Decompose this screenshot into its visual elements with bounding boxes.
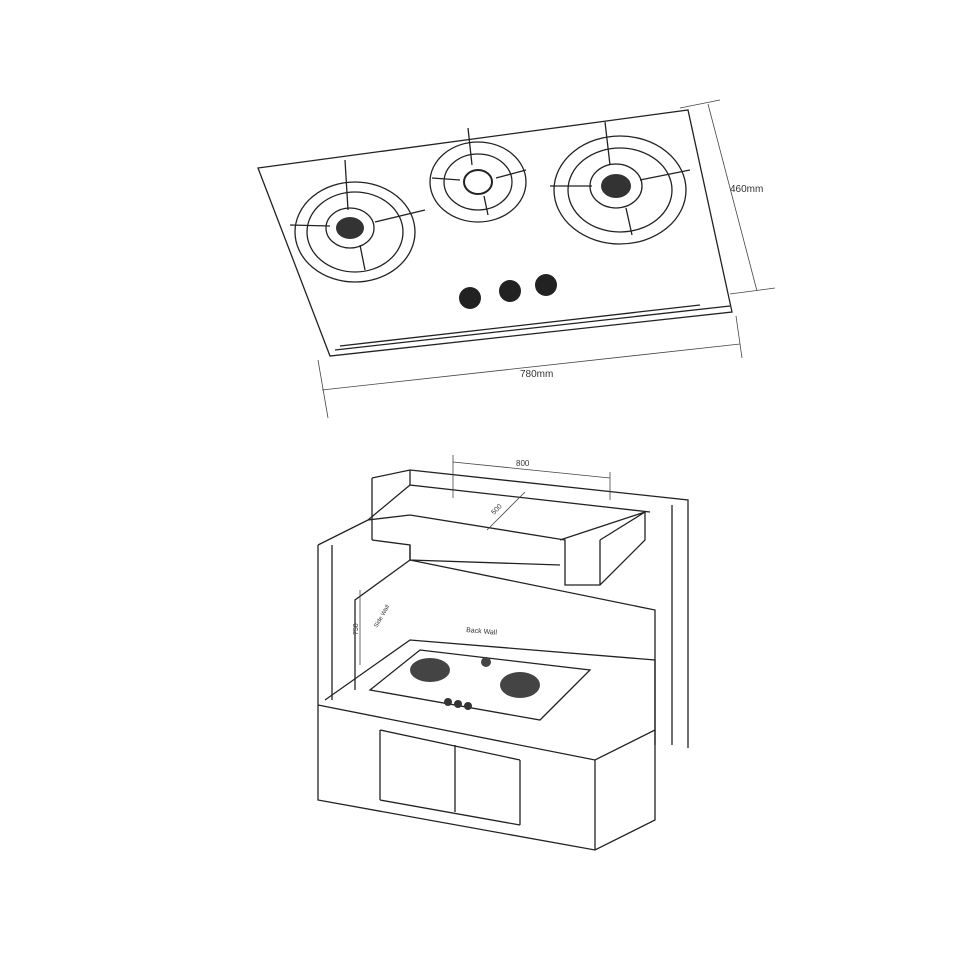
hob-top-view: 460mm 780mm <box>257 99 776 419</box>
burner-left <box>289 159 426 283</box>
back-wall-label: Back Wall <box>466 627 498 637</box>
mini-burner-right <box>500 672 540 698</box>
hood-width-label: 800 <box>516 459 530 468</box>
knob-1 <box>459 287 481 309</box>
mini-burner-left <box>410 658 450 682</box>
height-label: 750 <box>353 623 360 635</box>
installation-view: 800 500 750 Side Wall Back Wall <box>317 455 689 851</box>
hob-front-edge <box>334 304 731 351</box>
side-wall <box>317 519 411 705</box>
knob-3 <box>535 274 557 296</box>
cabinet <box>317 639 656 851</box>
burner-right <box>550 121 691 245</box>
back-wall <box>409 505 673 745</box>
depth-dimension: 460mm <box>679 99 776 295</box>
knob-2 <box>499 280 521 302</box>
control-knobs <box>459 274 557 309</box>
hob-glass-panel <box>257 109 733 357</box>
mini-burner-center <box>481 657 491 667</box>
mini-hob <box>368 649 592 721</box>
width-dimension: 780mm <box>317 315 743 419</box>
dimension-lines <box>359 455 611 665</box>
hood-depth-label: 500 <box>490 503 503 516</box>
range-hood <box>367 469 689 748</box>
side-wall-label: Side Wall <box>374 604 392 629</box>
depth-label: 460mm <box>730 184 763 195</box>
burner-center <box>429 127 527 223</box>
width-label: 780mm <box>520 369 553 380</box>
